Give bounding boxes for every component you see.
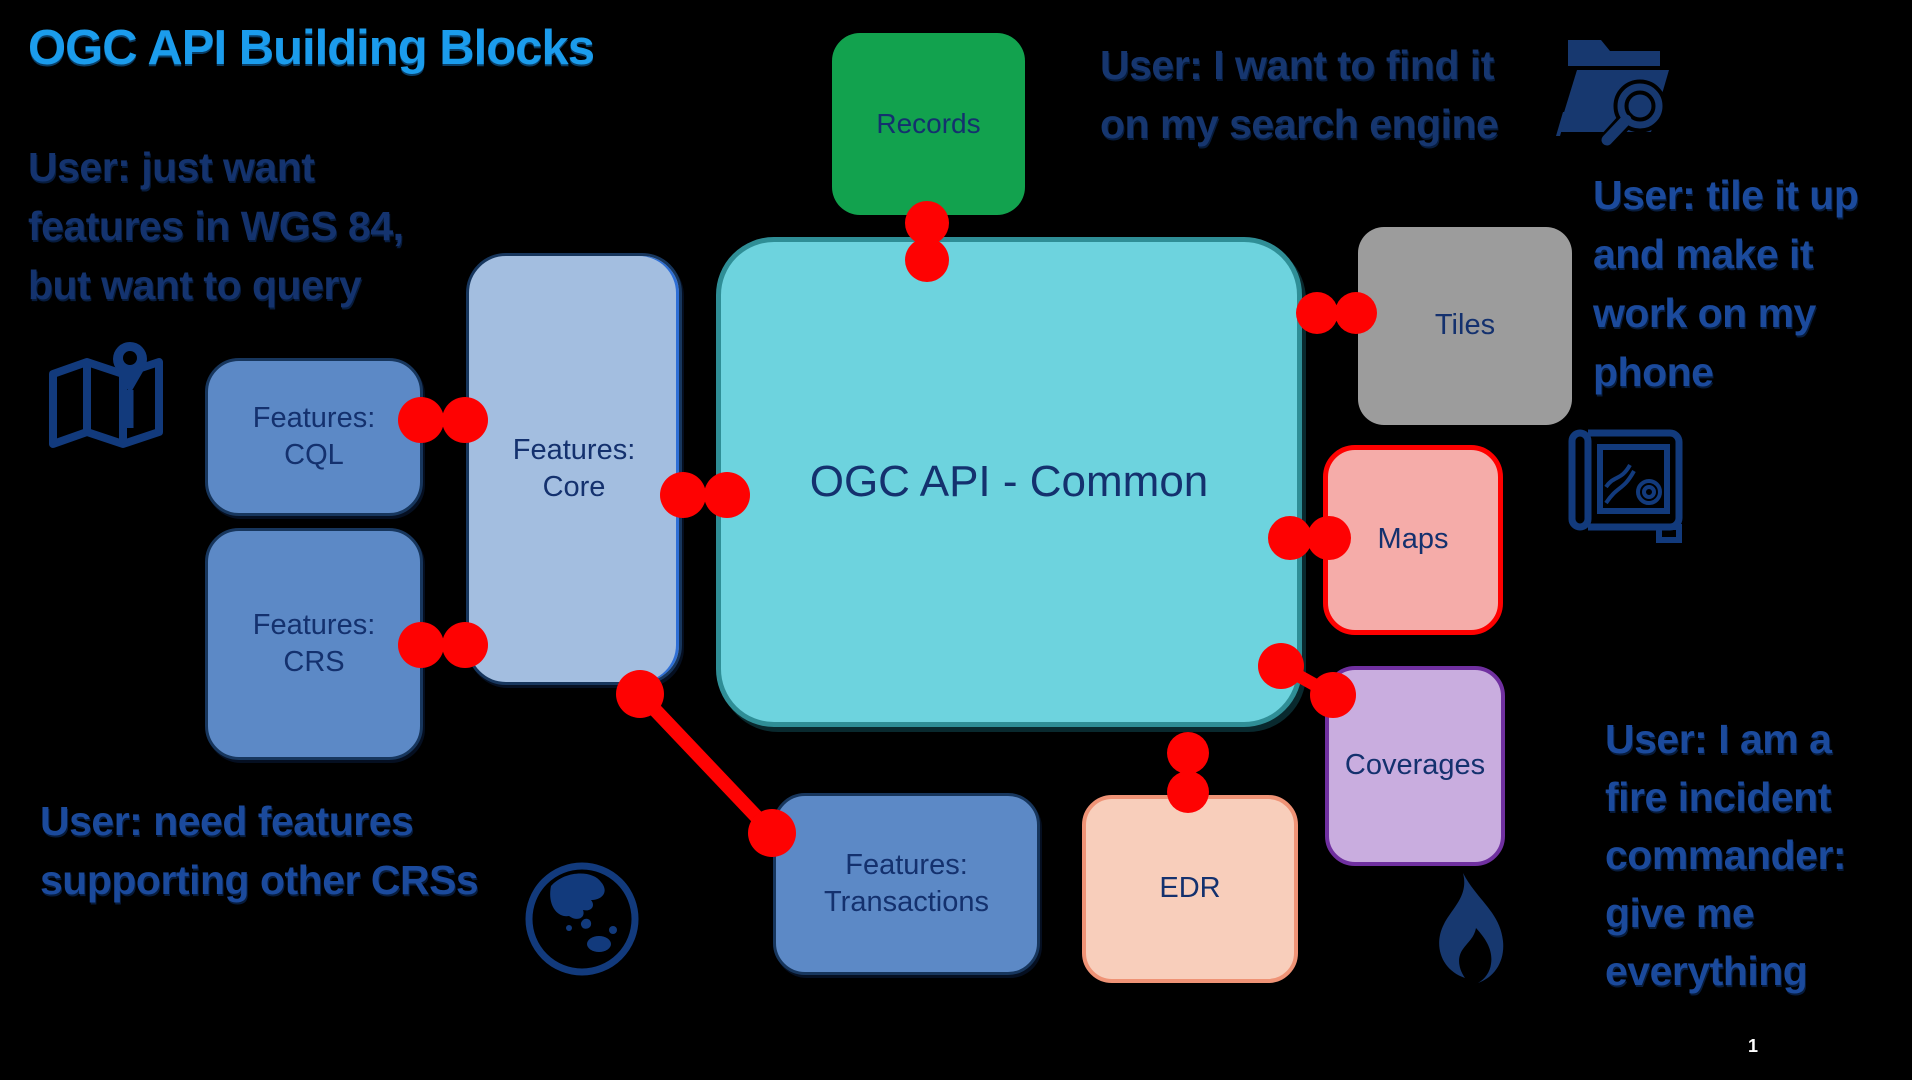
page-number: 1	[1748, 1036, 1759, 1056]
block-features-core: Features: Core	[466, 253, 682, 685]
block-features-transactions: Features: Transactions	[773, 793, 1040, 975]
connector-common-tiles	[1296, 292, 1338, 334]
block-ogc-api-common: OGC API - Common	[716, 237, 1302, 727]
annotation-wgs84: User: just want features in WGS 84, but …	[28, 144, 404, 308]
block-coverages: Coverages	[1325, 666, 1505, 866]
map-scroll-icon	[1568, 429, 1683, 543]
block-records: Records	[832, 33, 1025, 215]
folder-search-icon	[1556, 40, 1669, 151]
page-title: OGC API Building Blocks	[28, 21, 595, 75]
annotation-fire-commander: User: I am a fire incident commander: gi…	[1605, 716, 1847, 994]
block-edr: EDR	[1082, 795, 1298, 983]
block-features-cql: Features: CQL	[205, 358, 423, 516]
connector-common-edr	[1167, 732, 1209, 774]
flame-icon	[1439, 873, 1504, 983]
globe-icon	[525, 862, 639, 976]
block-maps: Maps	[1323, 445, 1503, 635]
annotation-other-crs: User: need features supporting other CRS…	[40, 798, 479, 903]
annotation-tile-phone: User: tile it up and make it work on my …	[1593, 172, 1859, 395]
annotation-search-engine: User: I want to find it on my search eng…	[1100, 42, 1499, 147]
block-tiles: Tiles	[1358, 227, 1572, 425]
map-pin-icon	[49, 342, 163, 448]
block-features-crs: Features: CRS	[205, 528, 423, 760]
